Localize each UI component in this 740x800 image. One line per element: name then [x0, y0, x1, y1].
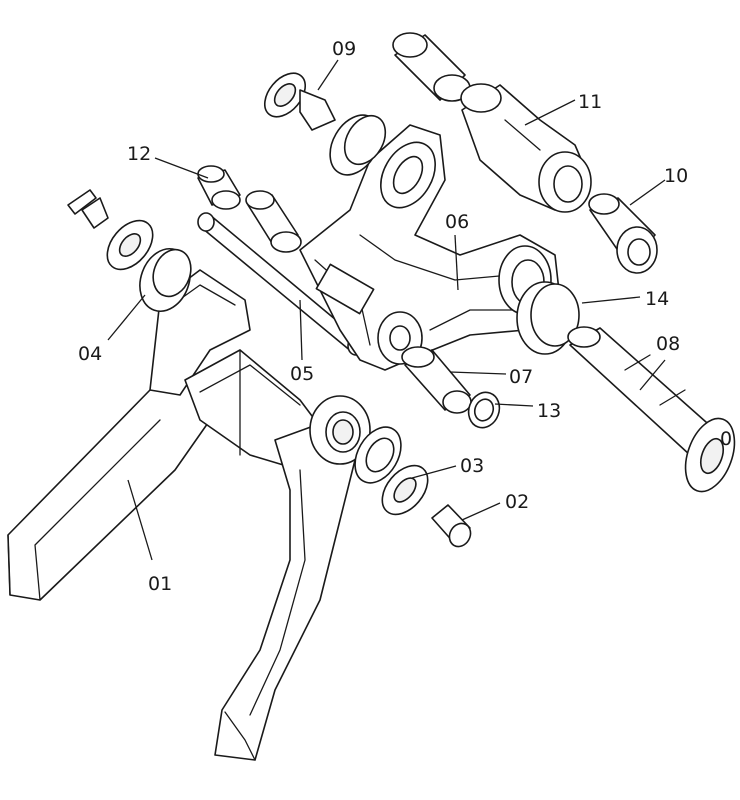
part-14-bushing: [516, 281, 580, 355]
label-14: 14: [645, 288, 669, 310]
part-12-bushing: [197, 165, 241, 210]
leader-04: [107, 294, 146, 341]
part-09-bolt: [263, 72, 336, 131]
leader-lines: [107, 59, 666, 561]
part-08-shaft: [567, 326, 736, 493]
leader-07: [449, 371, 507, 375]
label-06: 06: [445, 211, 469, 233]
label-03: 03: [460, 455, 484, 477]
leader-03: [411, 465, 457, 479]
part-washer-lower: [354, 426, 402, 484]
part-labels: 01 02 03 04 05 06 07 08 09 10 11 12 13 1…: [78, 38, 732, 595]
part-10-bushing: [588, 193, 658, 274]
part-washer-left: [106, 219, 154, 271]
leader-01: [127, 479, 153, 561]
part-washer-upper: [329, 114, 387, 176]
label-13: 13: [537, 400, 561, 422]
part-07-bushing: [401, 346, 472, 414]
leader-13: [494, 403, 534, 407]
leader-08: [639, 359, 666, 391]
part-04-bushing: [139, 248, 192, 312]
label-05: 05: [290, 363, 314, 385]
leader-12: [154, 157, 209, 179]
leader-06: [454, 234, 459, 291]
part-01-lever: [7, 269, 371, 761]
label-09: 09: [332, 38, 356, 60]
label-08-end: 0: [720, 428, 732, 450]
leader-14: [581, 296, 641, 304]
label-10: 10: [664, 165, 688, 187]
leader-11: [524, 99, 576, 126]
leader-09: [317, 59, 339, 91]
label-01: 01: [148, 573, 172, 595]
part-cylinder-top: [392, 32, 471, 102]
leader-10: [629, 179, 666, 206]
label-08: 08: [656, 333, 680, 355]
leader-05: [299, 299, 303, 361]
label-04: 04: [78, 343, 102, 365]
part-screw-left: [67, 189, 109, 229]
label-07: 07: [509, 366, 533, 388]
part-03-washer: [381, 464, 429, 516]
label-11: 11: [578, 91, 602, 113]
part-bushing-center: [245, 190, 302, 253]
part-13-ring: [467, 391, 501, 429]
part-11-sleeve: [460, 83, 592, 213]
part-02-screw: [431, 504, 472, 548]
leader-02: [461, 502, 501, 521]
label-12: 12: [127, 143, 151, 165]
label-02: 02: [505, 491, 529, 513]
